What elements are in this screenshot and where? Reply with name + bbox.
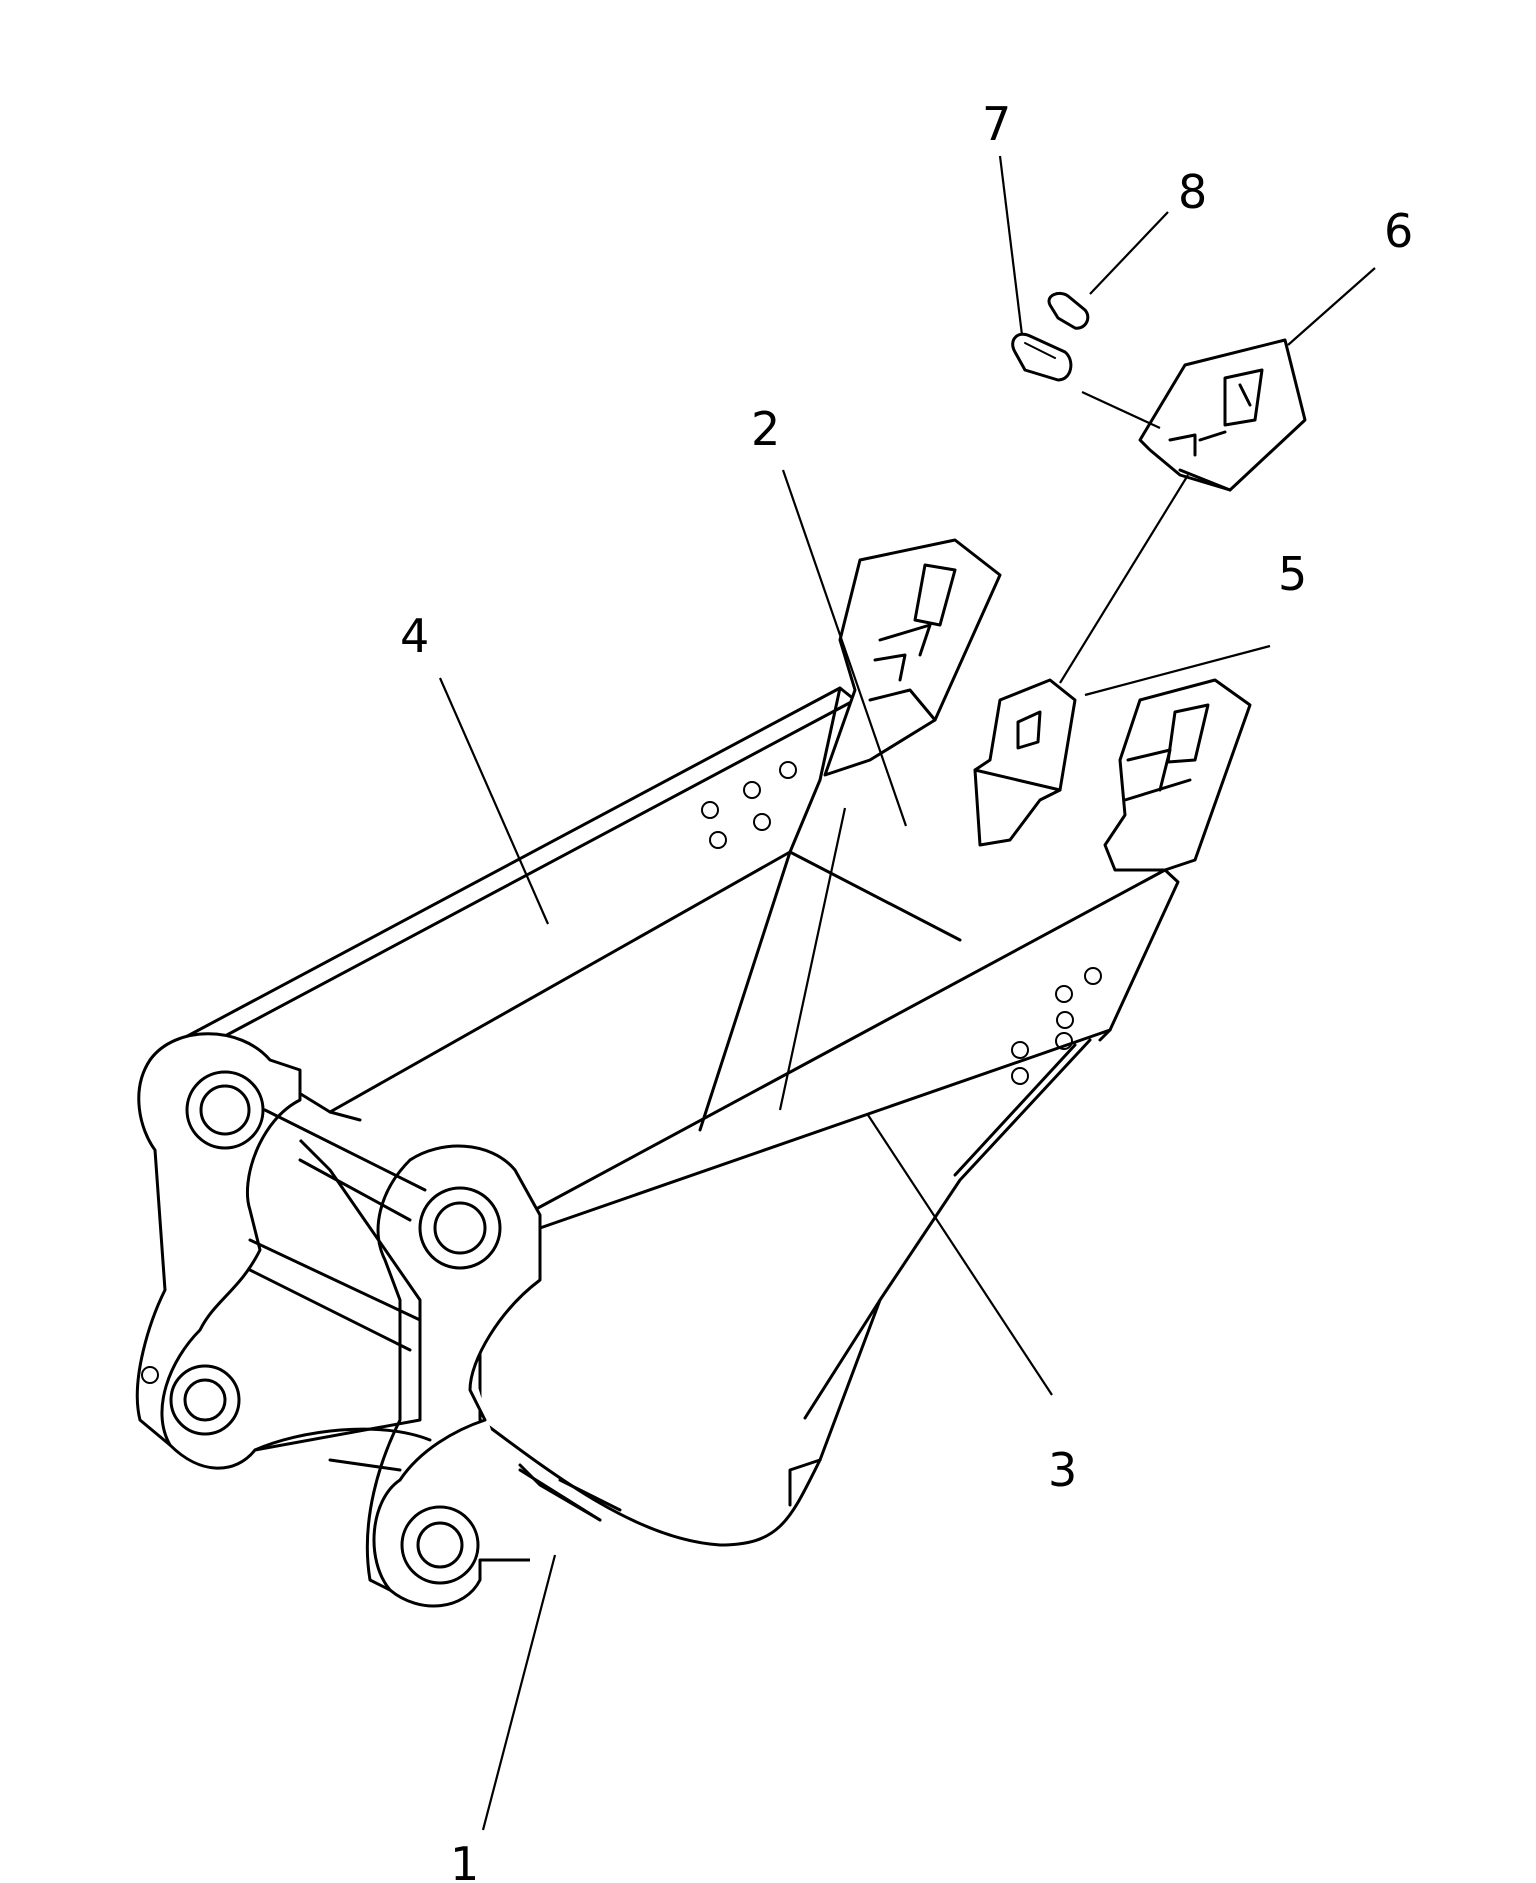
- leader-3: [867, 1114, 1053, 1396]
- leader-2: [781, 469, 908, 827]
- back-plate: [263, 778, 822, 1114]
- leader-6b: [1059, 474, 1189, 684]
- callouts: 1 2 3 4 5 6 7 8: [400, 97, 1413, 1883]
- tooth-lock: [1047, 291, 1090, 330]
- bucket-body: [178, 686, 1180, 1547]
- leader-1: [481, 1554, 557, 1831]
- tooth-center: [973, 678, 1077, 847]
- leader-4: [438, 677, 550, 925]
- callout-2: 2: [751, 402, 780, 456]
- mounting-bracket: [135, 1032, 542, 1608]
- tooth-point-exploded: [1138, 338, 1307, 492]
- leader-pin-to-tooth: [1081, 391, 1161, 429]
- callout-5: 5: [1278, 547, 1307, 601]
- tooth-right: [1103, 678, 1252, 872]
- callout-4: 4: [400, 609, 429, 663]
- callout-7: 7: [982, 97, 1011, 151]
- side-plate-rear: [178, 686, 857, 1054]
- leader-6: [1287, 267, 1376, 346]
- bracket-plate-rear: [148, 1032, 422, 1470]
- leader-lines: [438, 155, 1376, 1831]
- leader-8: [1089, 211, 1169, 295]
- leader-5: [1084, 644, 1271, 697]
- leader-7: [998, 155, 1024, 336]
- cross-tube: [248, 1108, 427, 1352]
- leader-2b: [778, 807, 847, 1111]
- callout-6: 6: [1384, 204, 1413, 258]
- bucket-shell: [478, 1038, 1092, 1547]
- callout-8: 8: [1178, 165, 1207, 219]
- tooth-pin: [1011, 332, 1073, 382]
- side-plate-holes-rear: [701, 761, 797, 849]
- callout-1: 1: [450, 1837, 479, 1883]
- side-plate-holes-front: [1011, 967, 1102, 1085]
- callout-3: 3: [1048, 1443, 1077, 1497]
- bracket-plate-front: [372, 1144, 542, 1608]
- tooth-left: [823, 538, 1002, 777]
